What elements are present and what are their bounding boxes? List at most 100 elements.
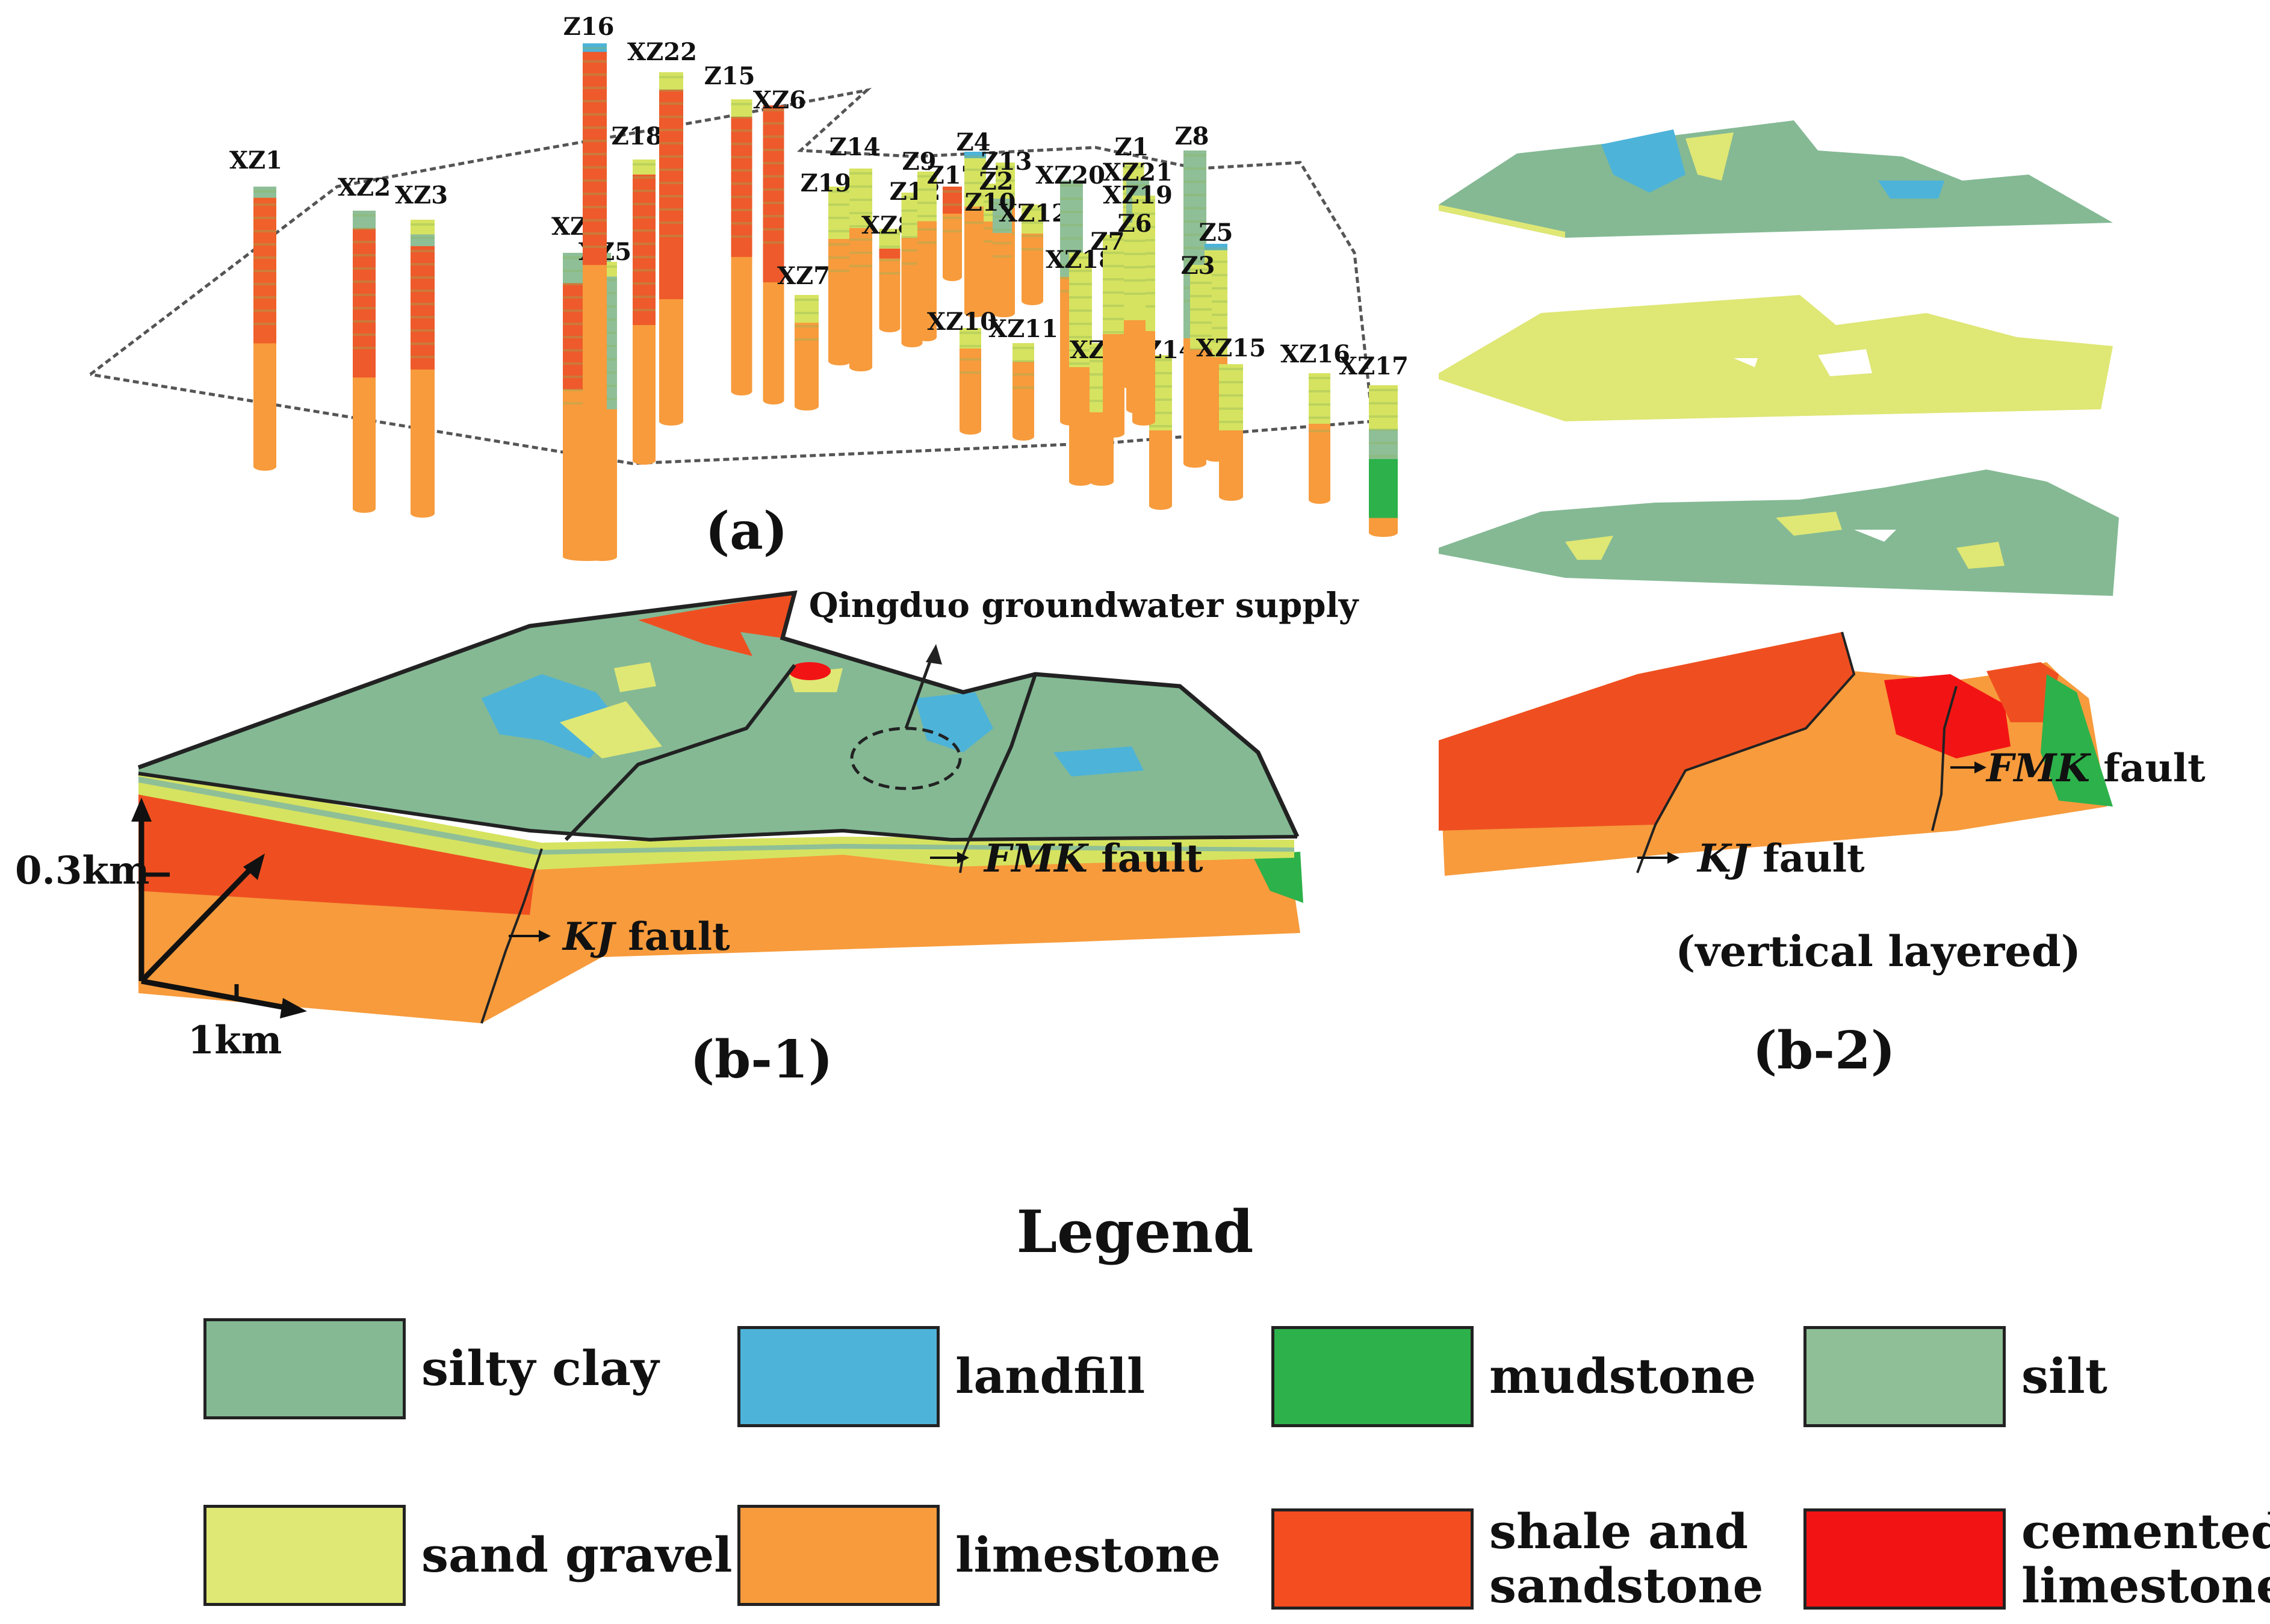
borehole-band (901, 262, 923, 265)
borehole-band (659, 155, 683, 158)
legend-swatch (203, 1505, 406, 1606)
borehole-layer (1069, 367, 1092, 482)
borehole-band (583, 246, 607, 248)
borehole-band (353, 320, 376, 323)
borehole-layer (583, 52, 607, 265)
borehole-base (879, 324, 901, 332)
borehole-layer (1219, 364, 1243, 431)
legend-item: silty clay (203, 1318, 659, 1419)
borehole-band (659, 235, 683, 237)
borehole-layer (763, 282, 784, 401)
borehole-band (960, 358, 981, 361)
borehole-band (763, 241, 784, 244)
borehole-band (1369, 442, 1398, 444)
borehole-band (1022, 235, 1043, 237)
borehole-label: XZ16 (1280, 340, 1350, 368)
borehole-base (960, 426, 981, 435)
panel-b2-label: (b-2) (1752, 1020, 1895, 1081)
b1-fmk-fault-label: FMK fault (930, 836, 1203, 881)
borehole-band (828, 256, 851, 259)
borehole-band (943, 190, 962, 193)
borehole-band (353, 228, 376, 230)
borehole-band (795, 338, 819, 341)
borehole-xz6: XZ6 (753, 86, 806, 404)
legend-item: limestone (737, 1505, 1221, 1606)
b1-fmk-fault-top (967, 674, 1037, 841)
borehole-layer (1022, 234, 1043, 302)
borehole-band (1103, 252, 1124, 254)
borehole-layer (1369, 459, 1398, 518)
borehole-band (411, 316, 435, 318)
b1-sand-patch-2 (614, 662, 656, 692)
borehole-base (353, 504, 376, 513)
borehole-label: Z10 (965, 188, 1016, 217)
borehole-band (1069, 336, 1092, 338)
borehole-layer (253, 187, 276, 199)
borehole-band (763, 122, 784, 125)
borehole-band (411, 342, 435, 345)
borehole-band (1069, 270, 1092, 272)
scale-axes: 0.3km 1km (15, 798, 307, 1063)
borehole-band (633, 256, 656, 258)
borehole-band (583, 179, 607, 182)
borehole-layer (253, 343, 276, 467)
borehole-band (879, 272, 901, 274)
borehole-band (1090, 386, 1114, 389)
borehole-band (411, 237, 435, 239)
borehole-layer (633, 160, 656, 175)
borehole-band (1190, 335, 1212, 337)
borehole-band (633, 269, 656, 271)
borehole-band (996, 166, 1015, 169)
borehole-base (253, 462, 276, 471)
borehole-band (731, 143, 752, 145)
b2-layer-2 (1439, 295, 2113, 421)
borehole-band (1190, 282, 1212, 284)
borehole-layer (411, 220, 435, 235)
borehole-label: Z1 (1114, 133, 1149, 161)
b2-layer-4 (1439, 631, 2113, 876)
borehole-base (828, 357, 851, 365)
borehole-band (659, 76, 683, 78)
borehole-band (731, 196, 752, 198)
legend-item: mudstone (1271, 1326, 1756, 1427)
borehole-band (253, 256, 276, 259)
borehole-band (1219, 394, 1243, 397)
borehole-band (1309, 390, 1330, 392)
borehole-band (353, 280, 376, 283)
borehole-layer (943, 214, 962, 277)
borehole-band (964, 169, 986, 171)
borehole-band (1069, 323, 1092, 325)
borehole-band (828, 270, 851, 272)
borehole-layer (659, 299, 683, 422)
borehole-base (1090, 477, 1114, 486)
b1-kj-fault-front (480, 848, 543, 1024)
borehole-z7: Z7 (1090, 228, 1125, 438)
panel-b1: Qingduo groundwater supply FMK fault KJ … (15, 586, 1359, 1090)
borehole-layer (353, 211, 376, 229)
borehole-band (1069, 296, 1092, 299)
b2-layer-3 (1439, 470, 2119, 596)
borehole-band (917, 202, 937, 204)
borehole-layer (633, 325, 656, 461)
borehole-band (901, 223, 923, 225)
legend-item: silt (1803, 1326, 2107, 1427)
borehole-base (795, 402, 819, 411)
borehole-z3: Z3 (1180, 252, 1215, 438)
borehole-band (1090, 360, 1114, 362)
borehole-base (1124, 381, 1146, 389)
qingduo-label: Qingduo groundwater supply (809, 586, 1359, 625)
borehole-band (1219, 381, 1243, 383)
borehole-layer (731, 256, 752, 392)
borehole-layer (583, 43, 607, 52)
b1-sand-patch-1 (560, 701, 662, 758)
borehole-label: Z5 (1199, 218, 1233, 247)
borehole-band (1103, 291, 1124, 294)
borehole-layer (411, 246, 435, 370)
borehole-z4: Z4 (956, 128, 991, 317)
borehole-band (633, 243, 656, 245)
borehole-band (828, 243, 851, 246)
borehole-band (1369, 415, 1398, 418)
borehole-band (964, 195, 986, 197)
